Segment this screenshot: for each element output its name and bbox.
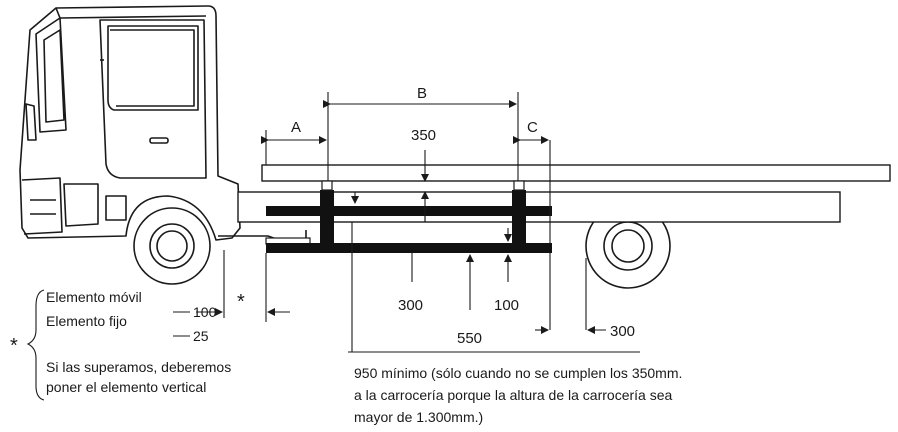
label-300: 300 — [398, 297, 423, 314]
loading-platform — [261, 164, 891, 182]
footnote-line1: 950 mínimo (sólo cuando no se cumplen lo… — [354, 365, 682, 381]
rear-pad — [513, 180, 525, 191]
front-pad — [321, 180, 333, 191]
label-c: C — [527, 119, 538, 136]
label-550: 550 — [457, 330, 482, 347]
label-a: A — [291, 119, 301, 136]
footnote-line3: mayor de 1.300mm.) — [354, 409, 483, 425]
dimension-lines — [26, 92, 640, 401]
overhang-asterisk: * — [237, 291, 245, 313]
label-b: B — [417, 85, 427, 102]
legend-asterisk: * — [10, 335, 18, 357]
legend-note-line1: Si las superamos, deberemos — [46, 359, 231, 375]
legend-fijo-label: Elemento fijo — [46, 313, 127, 329]
label-300-rear: 300 — [610, 323, 635, 340]
front-post — [320, 190, 334, 253]
legend-movil-value: 100 — [193, 304, 217, 320]
label-350: 350 — [411, 127, 436, 144]
legend-note-line2: poner el elemento vertical — [46, 379, 206, 395]
truck-cab — [19, 5, 307, 245]
legend-fijo-value: 25 — [193, 328, 209, 344]
rear-post — [512, 190, 526, 253]
upper-rail — [266, 206, 552, 216]
front-wheel — [133, 207, 211, 285]
lower-rail — [266, 243, 552, 253]
footnote-line2: a la carrocería porque la altura de la c… — [354, 387, 672, 403]
legend-movil-label: Elemento móvil — [46, 289, 142, 305]
label-100: 100 — [494, 297, 519, 314]
